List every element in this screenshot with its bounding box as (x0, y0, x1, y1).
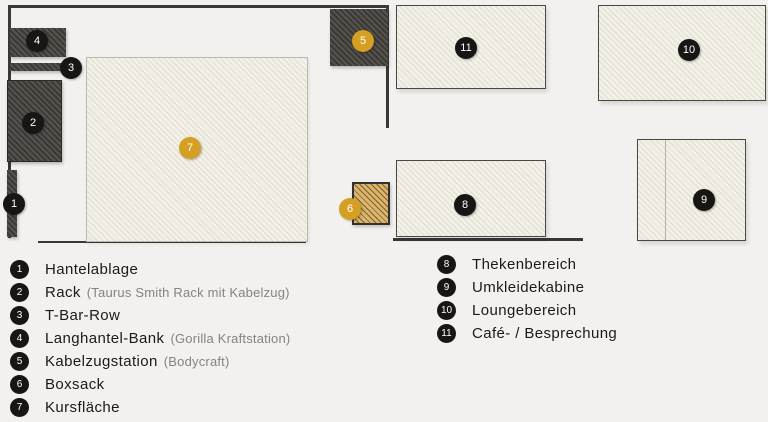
legend-badge: 9 (437, 278, 456, 297)
marker-umkleidekabine: 9 (693, 189, 715, 211)
legend-badge: 10 (437, 301, 456, 320)
marker-hantelablage: 1 (3, 193, 25, 215)
legend-badge: 1 (10, 260, 29, 279)
wall-bottom-left (38, 241, 306, 243)
legend-badge: 4 (10, 329, 29, 348)
wall-middle-vertical (386, 5, 389, 128)
marker-t-bar-row: 3 (60, 57, 82, 79)
legend-label: Kursfläche (45, 399, 120, 416)
wall-top (8, 5, 388, 8)
legend-label: Langhantel-Bank (45, 330, 165, 347)
marker-thekenbereich: 8 (454, 194, 476, 216)
legend-item-langhantel-bank: 4 Langhantel-Bank (Gorilla Kraftstation) (10, 327, 290, 350)
marker-rack: 2 (22, 112, 44, 134)
legend-label: Café- / Besprechung (472, 325, 618, 342)
legend-badge: 5 (10, 352, 29, 371)
legend-label: T-Bar-Row (45, 307, 121, 324)
legend-label: Kabelzugstation (45, 353, 158, 370)
legend-sublabel: (Bodycraft) (163, 354, 230, 369)
equipment-t-bar-row (10, 63, 72, 71)
legend-item-umkleidekabine: 9 Umkleidekabine (437, 276, 617, 299)
legend-sublabel: (Gorilla Kraftstation) (170, 331, 291, 346)
legend-item-cafe-besprechung: 11 Café- / Besprechung (437, 322, 617, 345)
legend-item-kursflaeche: 7 Kursfläche (10, 396, 290, 419)
legend-item-rack: 2 Rack (Taurus Smith Rack mit Kabelzug) (10, 281, 290, 304)
legend-sublabel: (Taurus Smith Rack mit Kabelzug) (86, 285, 290, 300)
legend-item-thekenbereich: 8 Thekenbereich (437, 253, 617, 276)
marker-boxsack: 6 (339, 198, 361, 220)
room-umkleidekabine (637, 139, 746, 241)
legend-item-loungebereich: 10 Loungebereich (437, 299, 617, 322)
legend-areas: 8 Thekenbereich 9 Umkleidekabine 10 Loun… (437, 253, 617, 345)
floor-plan: 1 2 3 4 5 6 7 8 9 10 11 (3, 5, 766, 243)
legend-label: Rack (45, 284, 81, 301)
marker-kabelzugstation: 5 (352, 30, 374, 52)
legend-badge: 7 (10, 398, 29, 417)
legend-badge: 2 (10, 283, 29, 302)
wall-bottom-middle (393, 238, 583, 241)
legend-badge: 8 (437, 255, 456, 274)
legend-label: Hantelablage (45, 261, 139, 278)
legend-item-kabelzugstation: 5 Kabelzugstation (Bodycraft) (10, 350, 290, 373)
legend-item-t-bar-row: 3 T-Bar-Row (10, 304, 290, 327)
marker-kursflaeche: 7 (179, 137, 201, 159)
legend-label: Thekenbereich (472, 256, 577, 273)
legend-badge: 3 (10, 306, 29, 325)
legend-label: Umkleidekabine (472, 279, 585, 296)
marker-langhantel-bank: 4 (26, 30, 48, 52)
marker-loungebereich: 10 (678, 39, 700, 61)
legend-item-boxsack: 6 Boxsack (10, 373, 290, 396)
legend-badge: 11 (437, 324, 456, 343)
legend-equipment: 1 Hantelablage 2 Rack (Taurus Smith Rack… (10, 258, 290, 419)
legend-label: Loungebereich (472, 302, 577, 319)
umkleide-divider-line (665, 140, 666, 240)
legend-label: Boxsack (45, 376, 105, 393)
marker-cafe-besprechung: 11 (455, 37, 477, 59)
legend-badge: 6 (10, 375, 29, 394)
legend-item-hantelablage: 1 Hantelablage (10, 258, 290, 281)
